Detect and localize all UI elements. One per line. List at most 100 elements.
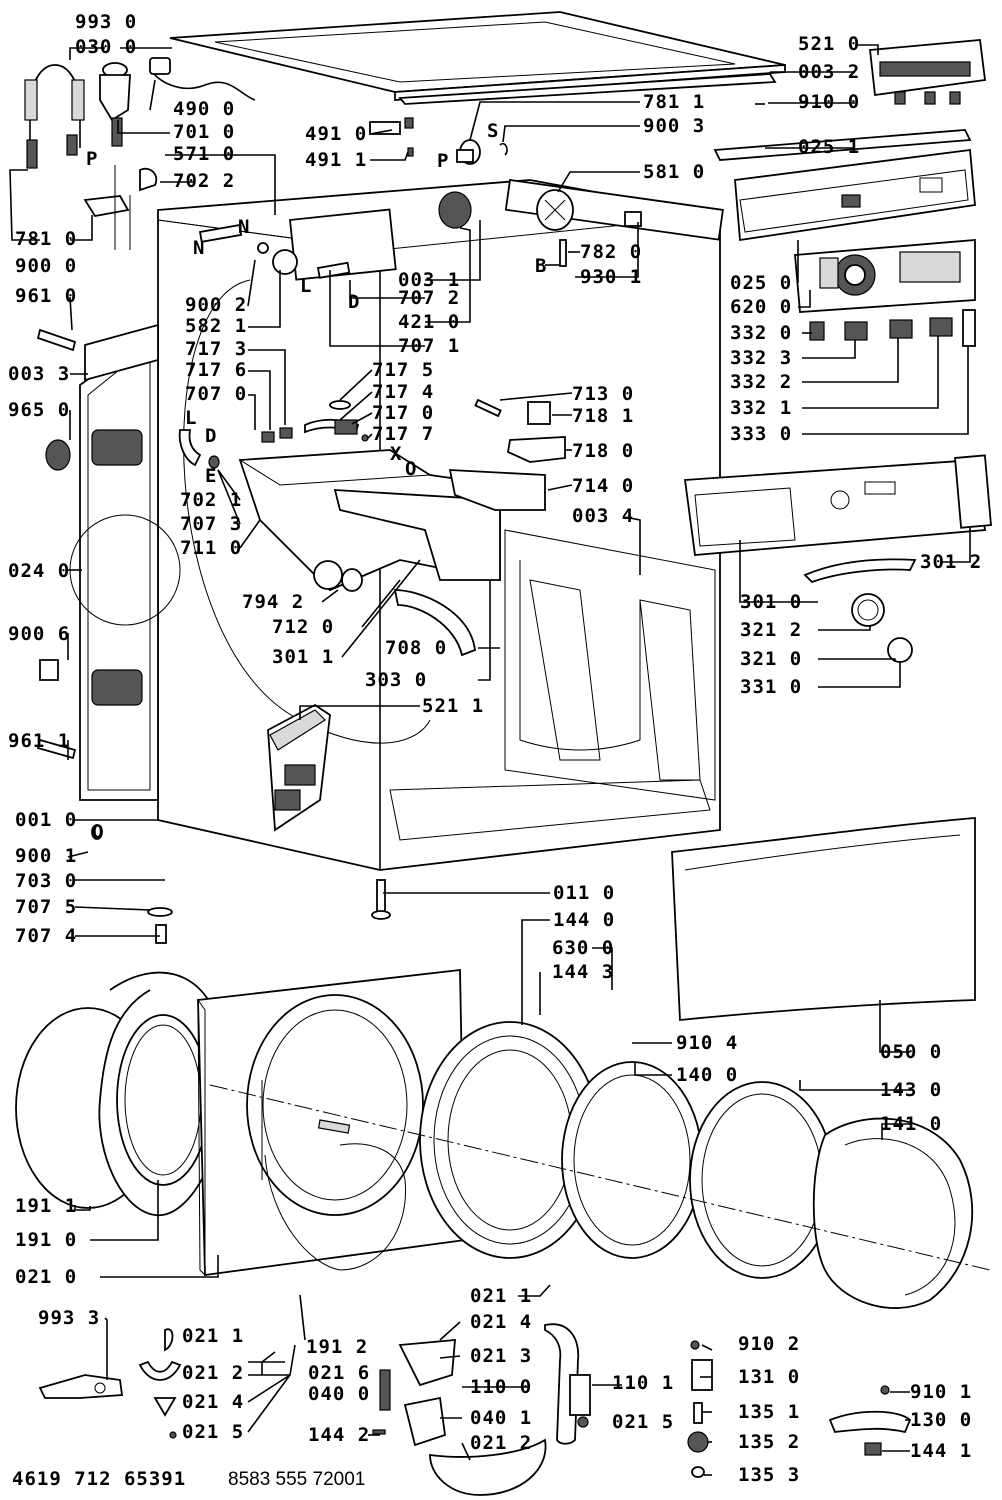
led-part-3330 <box>962 309 976 347</box>
label-0214-left: 021 4 <box>182 1391 244 1413</box>
hose-assembly-part <box>24 64 85 169</box>
label-9930: 993 0 <box>75 11 137 33</box>
service-tool-part <box>38 1374 124 1399</box>
label-0215-right: 021 5 <box>612 1411 674 1433</box>
label-0250: 025 0 <box>730 272 792 294</box>
dispenser-valve-part <box>527 401 551 425</box>
label-3323: 332 3 <box>730 347 792 369</box>
label-7021: 702 1 <box>180 489 242 511</box>
label-3322: 332 2 <box>730 371 792 393</box>
pressure-switch-part <box>536 189 642 267</box>
label-3210: 321 0 <box>740 648 802 670</box>
part-labels: 993 0 030 0 490 0 701 0 571 0 702 2 P N … <box>8 11 981 1486</box>
label-B: B <box>535 255 547 277</box>
label-0251: 025 1 <box>798 136 860 158</box>
label-9006: 900 6 <box>8 623 70 645</box>
label-7022: 702 2 <box>173 170 235 192</box>
label-4911: 491 1 <box>305 149 367 171</box>
foot-pin-part <box>36 738 77 760</box>
label-3320: 332 0 <box>730 322 792 344</box>
label-0240: 024 0 <box>8 560 70 582</box>
label-7030: 703 0 <box>15 870 77 892</box>
tube-cap-part <box>45 439 71 471</box>
label-4910: 491 0 <box>305 123 367 145</box>
label-9000: 900 0 <box>15 255 77 277</box>
label-7120: 712 0 <box>272 616 334 638</box>
service-code: 8583 555 72001 <box>228 1469 365 1490</box>
button-part-3323 <box>844 321 868 341</box>
bracket-part <box>83 195 130 217</box>
label-7175: 717 5 <box>372 359 434 381</box>
label-P-2: P <box>437 150 449 172</box>
program-bar-part <box>803 558 917 584</box>
label-3330: 333 0 <box>730 423 792 445</box>
valve-clip-part <box>139 167 158 192</box>
control-panel-fascia-part <box>683 454 992 556</box>
footer: 4619 712 65391 8583 555 72001 <box>12 1468 365 1490</box>
trim-piece-2 <box>138 1360 182 1381</box>
label-O: O <box>92 821 104 843</box>
label-7811: 781 1 <box>643 91 705 113</box>
dispenser-lever-part <box>474 398 502 418</box>
label-0212-right: 021 2 <box>470 1432 532 1454</box>
label-1440: 144 0 <box>553 909 615 931</box>
label-D-2: D <box>348 291 360 313</box>
label-7810: 781 0 <box>15 228 77 250</box>
label-1353: 135 3 <box>738 1464 800 1486</box>
label-9611: 961 1 <box>8 730 70 752</box>
label-0033: 003 3 <box>8 363 70 385</box>
door-glass-part <box>689 1081 835 1279</box>
catch-pin-part <box>864 1442 882 1456</box>
label-7130: 713 0 <box>572 383 634 405</box>
label-7180: 718 0 <box>572 440 634 462</box>
label-0010: 001 0 <box>15 809 77 831</box>
label-7071: 707 1 <box>398 335 460 357</box>
power-cord-part <box>149 57 256 101</box>
label-1351: 135 1 <box>738 1401 800 1423</box>
label-9301: 930 1 <box>580 266 642 288</box>
rear-panel-part <box>69 323 181 801</box>
hinge-cover-part <box>429 1438 547 1496</box>
knob-ring-part <box>851 593 885 627</box>
lock-pin-part <box>693 1402 703 1424</box>
label-1310: 131 0 <box>738 1366 800 1388</box>
label-S: S <box>487 120 499 142</box>
label-7110: 711 0 <box>180 537 242 559</box>
label-L-2: L <box>300 275 312 297</box>
inlet-valve-part <box>99 62 131 147</box>
label-1352: 135 2 <box>738 1431 800 1453</box>
pump-pipe-part <box>198 224 243 243</box>
label-9104: 910 4 <box>676 1032 738 1054</box>
electronic-board-part <box>794 239 976 313</box>
adjustable-foot-part <box>371 879 391 920</box>
label-7072: 707 2 <box>398 287 460 309</box>
label-0210: 021 0 <box>15 1266 77 1288</box>
connector-part <box>39 659 59 681</box>
label-9650: 965 0 <box>8 399 70 421</box>
label-1101: 110 1 <box>612 1372 674 1394</box>
label-0400: 040 0 <box>308 1383 370 1405</box>
model-code: 4619 712 65391 <box>12 1468 186 1490</box>
label-D: D <box>205 425 217 447</box>
label-5810: 581 0 <box>643 161 705 183</box>
screw-part <box>36 328 77 352</box>
label-6300: 630 0 <box>552 937 614 959</box>
label-7075: 707 5 <box>15 896 77 918</box>
label-N-2: N <box>193 237 205 259</box>
label-9101: 910 1 <box>910 1381 972 1403</box>
label-7820: 782 0 <box>580 241 642 263</box>
drain-pump-part <box>267 703 331 832</box>
label-6200: 620 0 <box>730 296 792 318</box>
label-7010: 701 0 <box>173 121 235 143</box>
label-3010: 301 0 <box>740 591 802 613</box>
label-7177: 717 7 <box>372 423 434 445</box>
label-1400: 140 0 <box>676 1064 738 1086</box>
label-3030: 303 0 <box>365 669 427 691</box>
label-1443: 144 3 <box>552 961 614 983</box>
label-7176: 717 6 <box>185 359 247 381</box>
label-7173: 717 3 <box>185 338 247 360</box>
label-1300: 130 0 <box>910 1409 972 1431</box>
label-L: L <box>185 407 197 429</box>
hose-clamp-part <box>329 400 351 410</box>
